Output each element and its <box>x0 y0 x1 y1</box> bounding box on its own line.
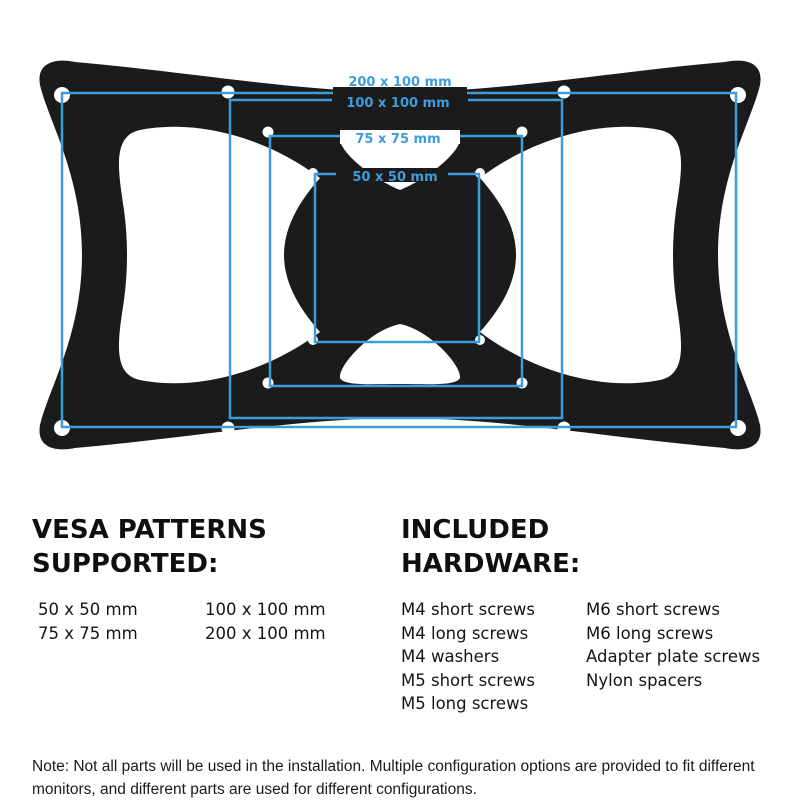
hardware-item: M4 washers <box>401 647 500 666</box>
label-75x75: 75 x 75 mm <box>355 132 440 147</box>
hardware-item: M4 short screws <box>401 600 535 619</box>
vesa-heading-line1: VESA PATTERNS <box>32 515 267 545</box>
hardware-heading-line2: HARDWARE: <box>401 549 581 579</box>
vesa-pattern-item: 75 x 75 mm <box>38 623 138 643</box>
vesa-heading-line2: SUPPORTED: <box>32 549 219 579</box>
vesa-adapter-plate-diagram: 200 x 100 mm 100 x 100 mm 75 x 75 mm 50 … <box>39 60 761 450</box>
vesa-list-col1: 50 x 50 mm 75 x 75 mm <box>38 598 138 645</box>
label-200x100: 200 x 100 mm <box>348 75 451 90</box>
hardware-item: M6 short screws <box>586 600 720 619</box>
hardware-heading-line1: INCLUDED <box>401 515 550 545</box>
vesa-list-col2: 100 x 100 mm 200 x 100 mm <box>205 598 326 645</box>
label-50x50: 50 x 50 mm <box>352 170 437 185</box>
pattern-labels: 200 x 100 mm 100 x 100 mm 75 x 75 mm 50 … <box>332 75 468 185</box>
adapter-plate <box>39 60 761 450</box>
hardware-item: M5 long screws <box>401 694 529 713</box>
vesa-pattern-item: 200 x 100 mm <box>205 623 326 643</box>
vesa-pattern-item: 100 x 100 mm <box>205 600 326 619</box>
installation-note: Note: Not all parts will be used in the … <box>32 757 755 798</box>
hardware-item: Nylon spacers <box>586 670 703 690</box>
hardware-list-col1: M4 short screws M4 long screws M4 washer… <box>401 598 535 716</box>
hardware-item: M6 long screws <box>586 623 714 643</box>
hardware-item: M4 long screws <box>401 623 529 643</box>
vesa-pattern-item: 50 x 50 mm <box>38 600 138 619</box>
hardware-item: M5 short screws <box>401 670 535 690</box>
hardware-item: Adapter plate screws <box>586 647 761 666</box>
hardware-list-col2: M6 short screws M6 long screws Adapter p… <box>586 598 760 692</box>
label-100x100: 100 x 100 mm <box>346 96 449 111</box>
